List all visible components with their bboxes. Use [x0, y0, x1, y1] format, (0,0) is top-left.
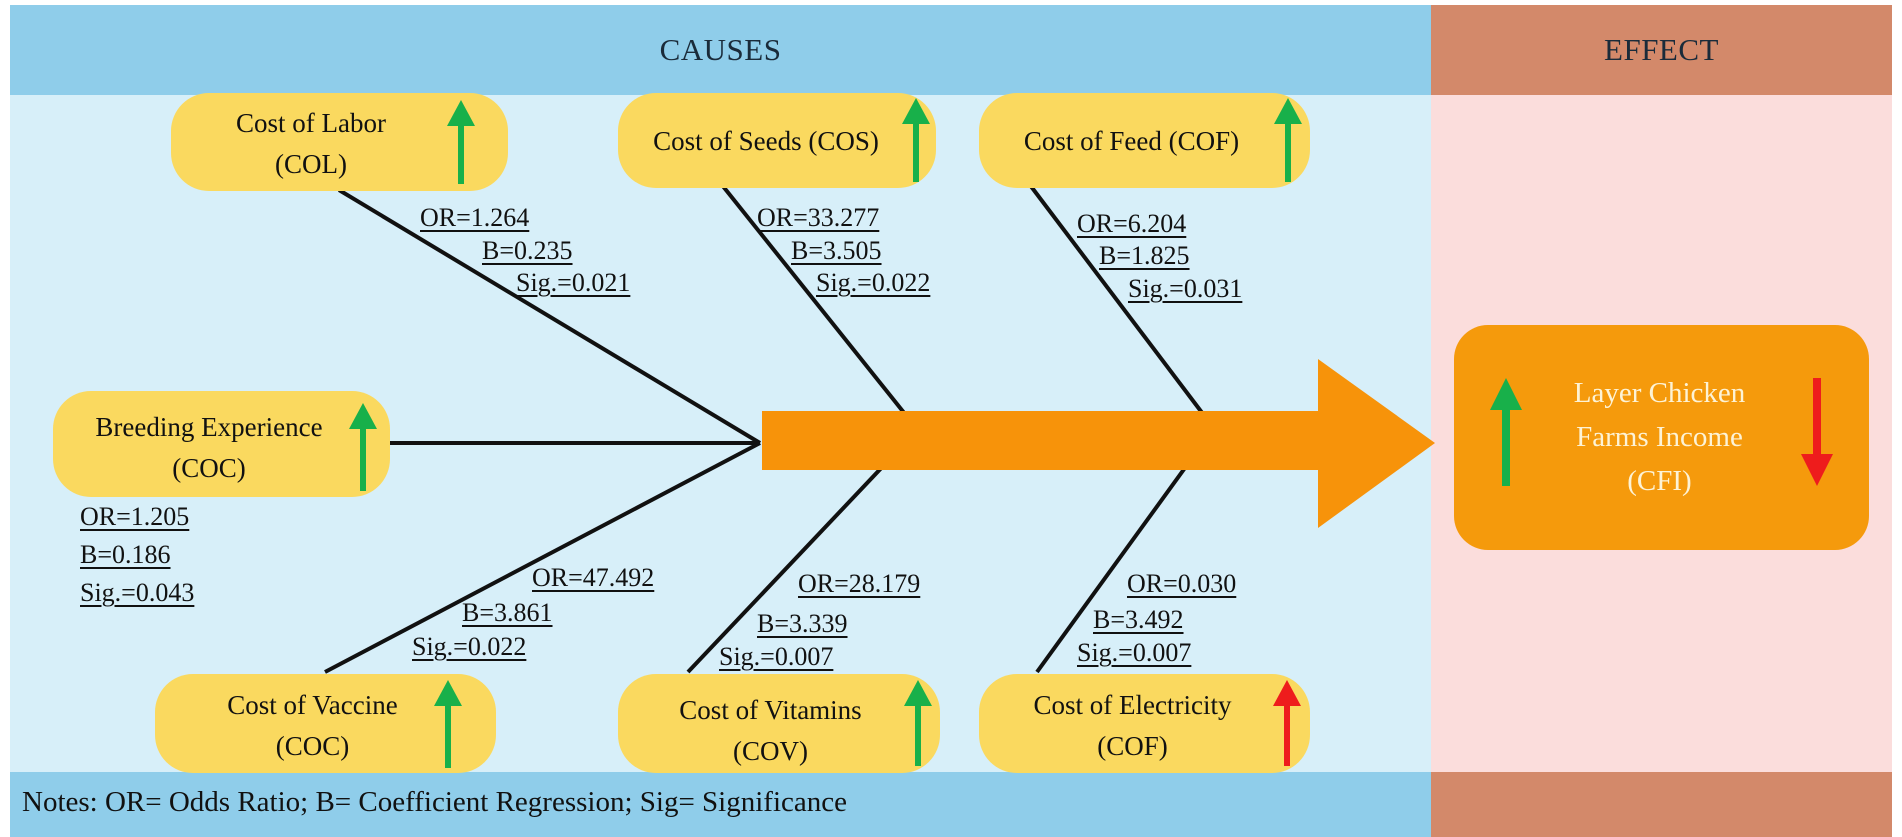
cause-label-vitamins: Cost of Vitamins (COV)	[644, 690, 897, 772]
cause-line1: Cost of Seeds (COS)	[653, 126, 879, 156]
down-arrow-icon	[1801, 378, 1833, 486]
cause-box-breeding	[53, 391, 390, 497]
cause-box-labor	[171, 93, 508, 191]
stat-sig-vitamins: Sig.=0.007	[719, 642, 834, 671]
stat-or-breeding: OR=1.205	[80, 502, 190, 531]
spine-arrow	[762, 359, 1435, 528]
stat-b-breeding: B=0.186	[80, 540, 171, 569]
up-arrow-icon	[447, 100, 475, 184]
cause-line2: (COC)	[172, 453, 246, 483]
cause-line1: Cost of Labor	[236, 108, 386, 138]
stat-sig-breeding: Sig.=0.043	[80, 578, 195, 607]
up-arrow-icon	[1274, 98, 1302, 182]
stat-sig-labor: Sig.=0.021	[516, 268, 631, 297]
effect-header-band: EFFECT	[1431, 5, 1892, 95]
cause-line1: Cost of Electricity	[1033, 690, 1232, 720]
bone-seeds	[720, 183, 907, 416]
stat-b-feed: B=1.825	[1099, 241, 1190, 270]
stat-b-labor: B=0.235	[482, 236, 573, 265]
stat-or-seeds: OR=33.277	[757, 203, 880, 232]
cause-label-seeds: Cost of Seeds (COS)	[635, 121, 897, 162]
bone-electricity	[1035, 441, 1205, 674]
cause-box-seeds	[618, 93, 936, 188]
effect-label: Layer Chicken Farms Income (CFI)	[1524, 371, 1795, 503]
effect-header-title: EFFECT	[1604, 32, 1719, 67]
bone-labor	[337, 188, 762, 445]
stat-sig-feed: Sig.=0.031	[1128, 274, 1243, 303]
cause-box-electricity	[979, 674, 1310, 773]
stat-or-vitamins: OR=28.179	[798, 569, 921, 598]
increase-arrow-icon	[1273, 680, 1301, 766]
stat-b-seeds: B=3.505	[791, 236, 882, 265]
bone-vitamins	[686, 441, 907, 674]
stat-or-feed: OR=6.204	[1077, 209, 1187, 238]
cause-label-labor: Cost of Labor (COL)	[171, 103, 451, 185]
cause-box-vaccine	[155, 674, 496, 773]
causes-footer-band	[10, 772, 1431, 837]
cause-label-vaccine: Cost of Vaccine (COC)	[180, 685, 445, 767]
cause-line2: (COV)	[733, 736, 808, 766]
cause-line1: Cost of Vaccine	[227, 690, 398, 720]
effect-box	[1454, 325, 1869, 550]
bone-vaccine	[324, 441, 761, 674]
effect-footer-band	[1431, 772, 1892, 837]
effect-line3: (CFI)	[1627, 465, 1692, 497]
cause-label-breeding: Breeding Experience (COC)	[68, 407, 350, 489]
cause-line2: (COC)	[275, 731, 350, 761]
stat-b-vitamins: B=3.339	[757, 609, 848, 638]
stat-sig-seeds: Sig.=0.022	[816, 268, 931, 297]
causes-header-title: CAUSES	[659, 32, 782, 67]
cause-line1: Cost of Vitamins	[679, 695, 862, 725]
stat-b-electricity: B=3.492	[1093, 605, 1184, 634]
effect-line1: Layer Chicken	[1573, 377, 1746, 409]
up-arrow-icon	[434, 680, 462, 768]
stat-b-vaccine: B=3.861	[462, 598, 553, 627]
causes-header-band: CAUSES	[10, 5, 1431, 95]
cause-label-feed: Cost of Feed (COF)	[990, 121, 1273, 162]
up-arrow-icon	[1490, 378, 1522, 486]
cause-line1: Cost of Feed (COF)	[1023, 126, 1240, 156]
up-arrow-icon	[904, 680, 932, 766]
stat-sig-electricity: Sig.=0.007	[1077, 638, 1192, 667]
cause-box-vitamins	[618, 674, 940, 773]
bone-feed	[1028, 183, 1205, 416]
cause-line1: Breeding Experience	[95, 412, 323, 442]
cause-label-electricity: Cost of Electricity (COF)	[1000, 685, 1265, 767]
stat-or-electricity: OR=0.030	[1127, 569, 1237, 598]
effect-line2: Farms Income	[1576, 421, 1743, 453]
stat-or-labor: OR=1.264	[420, 203, 530, 232]
cause-line2: (COF)	[1097, 731, 1168, 761]
stat-sig-vaccine: Sig.=0.022	[412, 632, 527, 661]
cause-line2: (COL)	[275, 149, 347, 179]
cause-box-feed	[979, 93, 1310, 188]
notes-text: Notes: OR= Odds Ratio; B= Coefficient Re…	[22, 786, 847, 818]
up-arrow-icon	[349, 403, 377, 491]
stat-or-vaccine: OR=47.492	[532, 563, 655, 592]
up-arrow-icon	[902, 98, 930, 182]
